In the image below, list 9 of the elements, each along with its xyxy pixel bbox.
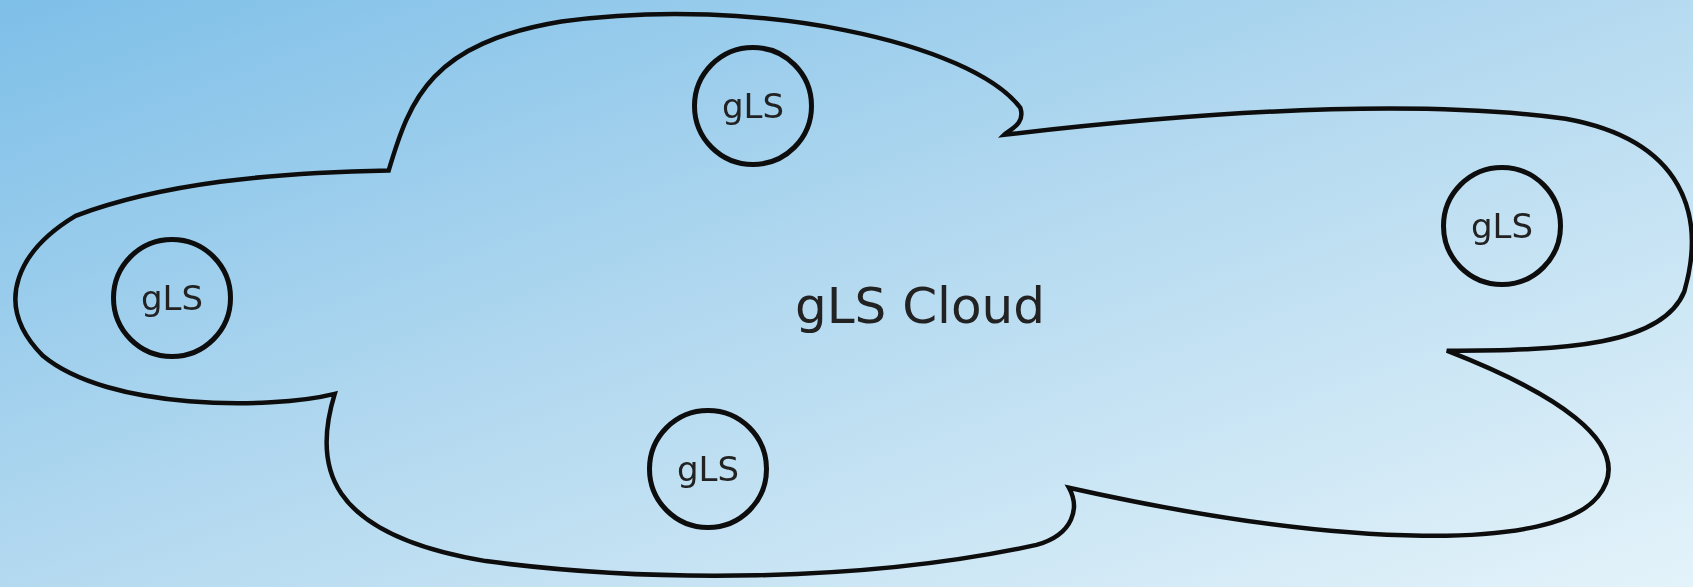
- circle-node: [647, 408, 769, 530]
- circle-node: [111, 237, 233, 359]
- node-label: gLS: [140, 278, 204, 318]
- node-label: gLS: [1470, 206, 1534, 246]
- cloud-label: gLS Cloud: [794, 277, 1046, 335]
- node-label: gLS: [676, 449, 740, 489]
- circle-node: [1441, 165, 1563, 287]
- circle-node: [692, 45, 814, 167]
- node-label: gLS: [721, 86, 785, 126]
